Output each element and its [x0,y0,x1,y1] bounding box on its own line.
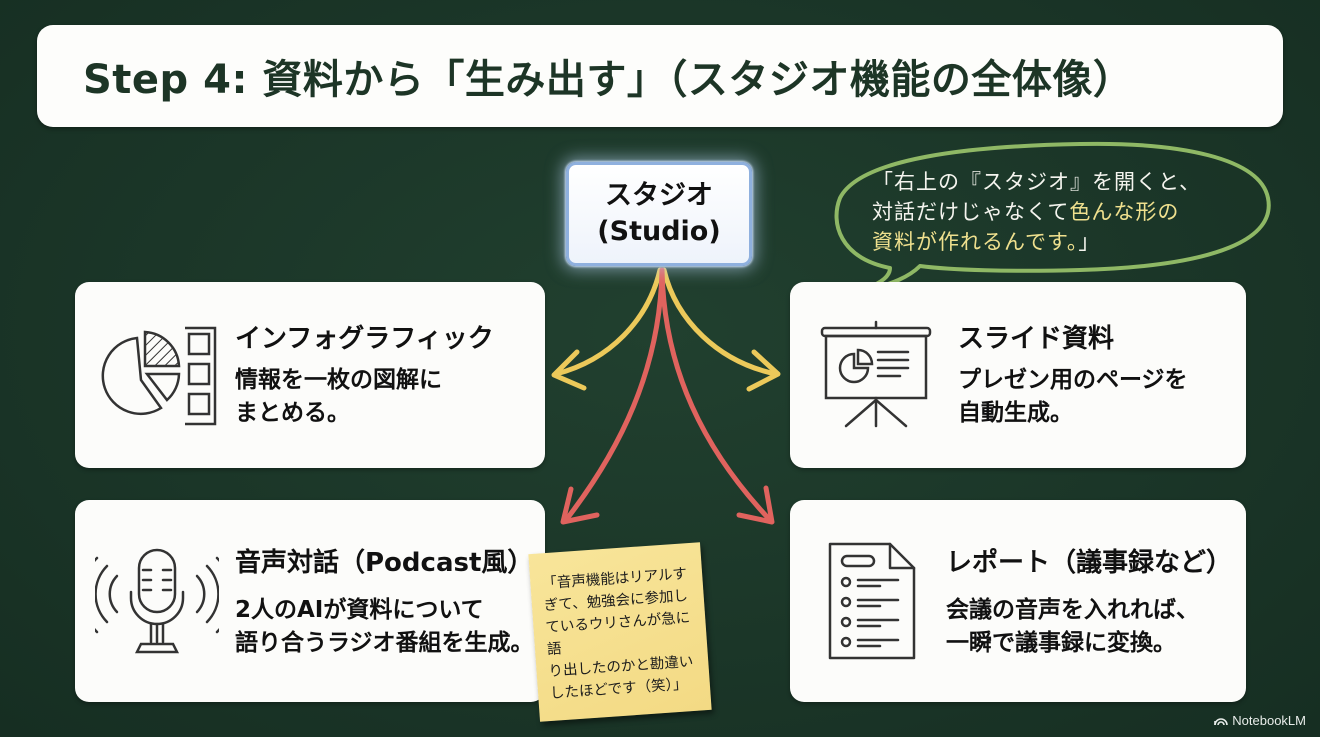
card-description: 会議の音声を入れれば、 一瞬で議事録に変換。 [946,597,1199,656]
document-list-icon [828,542,916,660]
card-title: インフォグラフィック [235,324,494,354]
arrow-to-slides [661,267,779,377]
card-title: レポート（議事録など） [946,548,1233,578]
card-description: 2人のAIが資料について 語り合うラジオ番組を生成。 [235,597,534,656]
presentation-screen-icon [820,320,932,428]
speech-bubble-outline [834,141,1271,290]
studio-label-ja: スタジオ [605,179,713,211]
pie-chart-infographic-icon [101,326,217,426]
speech-bubble-text: 「右上の『スタジオ』を開くと、 対話だけじゃなくて色んな形の 資料が作れるんです… [872,167,1252,257]
card-report: レポート（議事録など） 会議の音声を入れれば、 一瞬で議事録に変換。 [790,500,1246,702]
studio-label-en: (Studio) [597,216,721,247]
card-description: 情報を一枚の図解に まとめる。 [235,367,442,426]
notebooklm-logo-icon [1214,718,1229,726]
arrow-to-report [659,267,773,523]
microphone-icon [95,548,219,654]
card-title: スライド資料 [958,324,1115,354]
speech-line-2: 対話だけじゃなくて色んな形の [872,200,1180,224]
card-slides: スライド資料 プレゼン用のページを 自動生成。 [790,282,1246,468]
card-audio-overview: 音声対話（Podcast風） 2人のAIが資料について 語り合うラジオ番組を生成… [75,500,545,702]
card-infographic: インフォグラフィック 情報を一枚の図解に まとめる。 [75,282,545,468]
arrow-to-audio [563,267,665,523]
speech-line-1: 「右上の『スタジオ』を開くと、 [872,170,1202,194]
sticky-note: 「音声機能はリアルす ぎて、勉強会に参加し ているウリさんが急に語 り出したのか… [528,542,712,722]
speech-line-3: 資料が作れるんです。」 [872,230,1101,254]
card-title: 音声対話（Podcast風） [235,548,534,578]
speech-highlight: 色んな形の [1069,200,1180,224]
page-title: Step 4: 資料から「生み出す」（スタジオ機能の全体像） [83,57,1134,103]
notebooklm-branding: NotebookLM [1214,713,1306,728]
studio-node: スタジオ (Studio) [566,162,752,266]
brand-label: NotebookLM [1232,713,1306,728]
title-banner: Step 4: 資料から「生み出す」（スタジオ機能の全体像） [37,25,1283,127]
speech-highlight: 資料が作れるんです。 [872,230,1079,254]
card-description: プレゼン用のページを 自動生成。 [958,367,1188,426]
arrow-to-infographic [553,267,663,377]
